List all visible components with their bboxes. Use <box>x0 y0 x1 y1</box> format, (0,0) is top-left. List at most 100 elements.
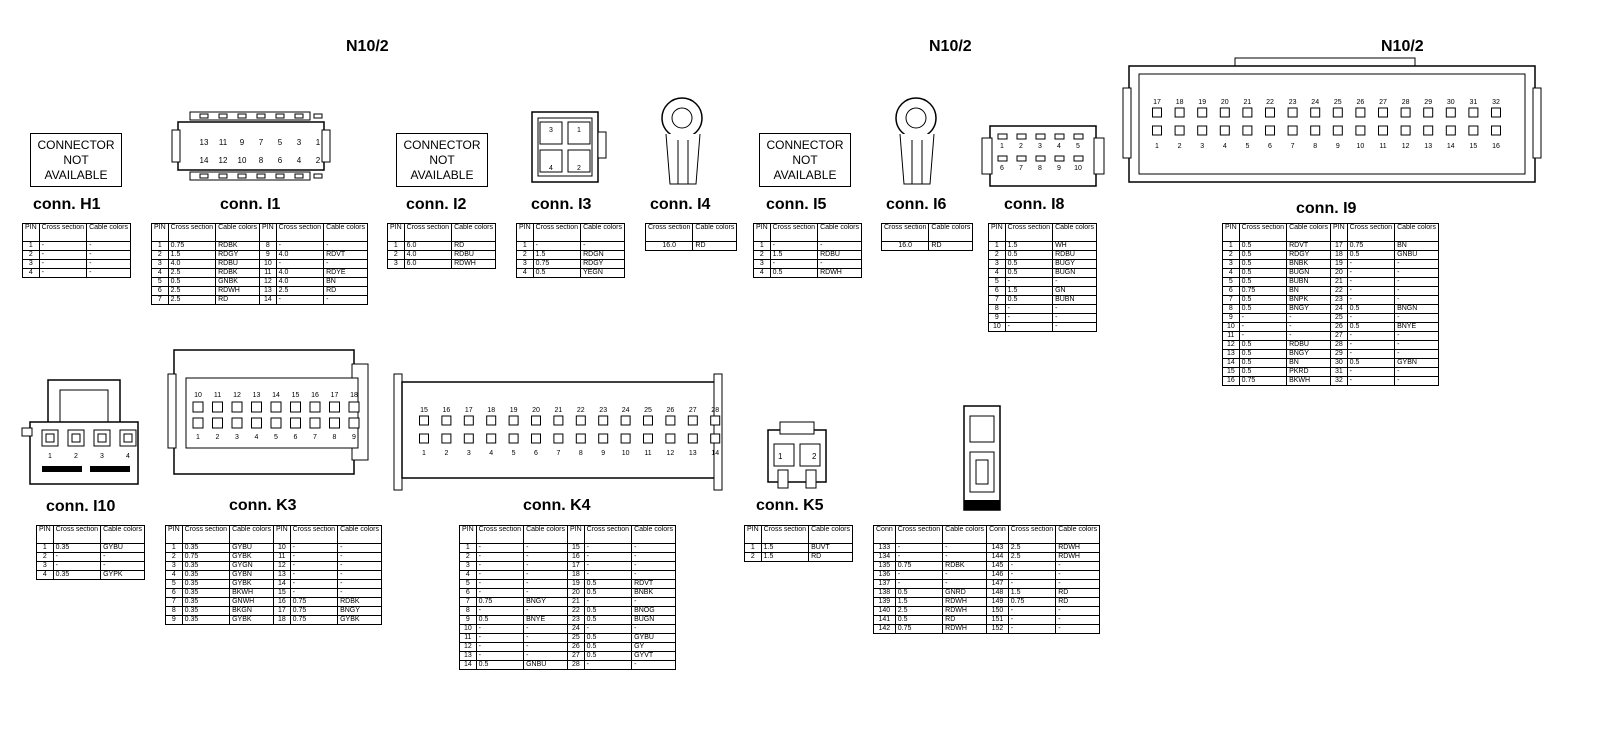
table-cell: - <box>38 250 88 260</box>
table-cell: 2.5 <box>167 295 217 305</box>
table-cell: - <box>1346 295 1396 305</box>
table-cell: 0.5 <box>1346 304 1396 314</box>
pin-label: 2 <box>216 434 220 441</box>
table-cell: - <box>631 597 676 607</box>
table-cell: 12 <box>459 642 477 652</box>
table-cell: 0.35 <box>181 570 231 580</box>
table-header-cell: PIN <box>1330 223 1348 242</box>
table-cell: - <box>475 642 525 652</box>
table-cell: 1.5 <box>760 552 810 562</box>
table-cell: 13 <box>259 286 277 296</box>
pin-cavity <box>1054 155 1065 162</box>
table-cell: 0.5 <box>532 268 582 278</box>
table-header-cell: PIN <box>988 223 1006 242</box>
table-cell: - <box>1004 322 1054 332</box>
pin-label: 8 <box>333 434 337 441</box>
table-cell: 0.35 <box>181 588 231 598</box>
table-header-cell: Cable colors <box>86 223 131 242</box>
table-cell: - <box>1052 304 1097 314</box>
table-cell: 1 <box>387 241 405 251</box>
table-cell: - <box>1394 268 1439 278</box>
pin-label: 4 <box>297 156 302 165</box>
table-cell: RDWH <box>817 268 862 278</box>
table-cell: - <box>523 651 568 661</box>
table-cell: BKGN <box>229 606 274 616</box>
table-cell: BUVT <box>808 543 853 553</box>
table-cell: GNBU <box>523 660 568 670</box>
pin-label: 9 <box>1336 143 1340 150</box>
table-cell: 23 <box>1330 295 1348 305</box>
i3-pin-label: 3 <box>549 127 553 134</box>
pin-label: 18 <box>350 392 358 399</box>
pin-cavity <box>643 415 653 426</box>
table-cell: 0.5 <box>583 633 633 643</box>
table-header-cell: Cable colors <box>451 223 496 242</box>
table-cell: 0.75 <box>1238 376 1288 386</box>
table-cell: 0.75 <box>289 615 339 625</box>
table-cell: - <box>532 241 582 251</box>
table-cell: - <box>523 543 568 553</box>
table-header-cell: PIN <box>259 223 277 242</box>
table-cell: RDWH <box>1055 552 1101 562</box>
table-header-cell: Cable colors <box>817 223 862 242</box>
pin-label: 16 <box>443 407 451 414</box>
table-cell: RDBU <box>1286 340 1331 350</box>
table-cell: 133 <box>873 543 896 553</box>
table-row: 10-- <box>988 322 1097 332</box>
table-cell: 2 <box>753 250 771 260</box>
table-cell: BN <box>323 277 368 287</box>
table-cell: 7 <box>165 597 183 607</box>
pin-cavity <box>256 113 266 119</box>
table-cell: 15 <box>567 543 585 553</box>
pin-label: 13 <box>689 450 697 457</box>
pin-cavity <box>1073 133 1084 140</box>
pin-label: 8 <box>1313 143 1317 150</box>
table-header-cell: Cable colors <box>1286 223 1331 242</box>
table-cell: 3 <box>36 561 54 571</box>
table-cell: - <box>337 588 382 598</box>
pin-label: 9 <box>352 434 356 441</box>
table-cell: BUGN <box>631 615 676 625</box>
pin-label: 12 <box>667 450 675 457</box>
table-cell: - <box>942 570 988 580</box>
table-row: 137--147-- <box>873 579 1101 589</box>
label-conn-i4: conn. I4 <box>650 196 711 213</box>
table-cell: - <box>583 552 633 562</box>
pin-cavity <box>251 417 262 429</box>
pin-label: 27 <box>689 407 697 414</box>
table-cell: - <box>1394 295 1439 305</box>
table-cell: - <box>1055 624 1101 634</box>
table-cell: BNYE <box>523 615 568 625</box>
table-header-cell: Cable colors <box>692 223 738 242</box>
pin-label: 18 <box>487 407 495 414</box>
pin-label: 9 <box>240 138 245 147</box>
pin-label: 6 <box>278 156 283 165</box>
table-cell: BUBN <box>1052 295 1097 305</box>
pin-label: 1 <box>422 450 426 457</box>
table-header-cell: PIN <box>151 223 169 242</box>
table-header-cell: Cross section <box>403 223 453 242</box>
table-cell: 1 <box>36 543 54 553</box>
pin-cavity <box>441 415 452 426</box>
table-cell: 2 <box>988 250 1006 260</box>
pin-label: 11 <box>219 138 228 147</box>
pin-cavity <box>123 433 133 443</box>
table-cell: 7 <box>1222 295 1240 305</box>
table-row: 1--15-- <box>459 543 676 553</box>
table-cell: - <box>323 259 368 269</box>
table-cell: - <box>1007 579 1057 589</box>
table-cell: 12 <box>1222 340 1240 350</box>
